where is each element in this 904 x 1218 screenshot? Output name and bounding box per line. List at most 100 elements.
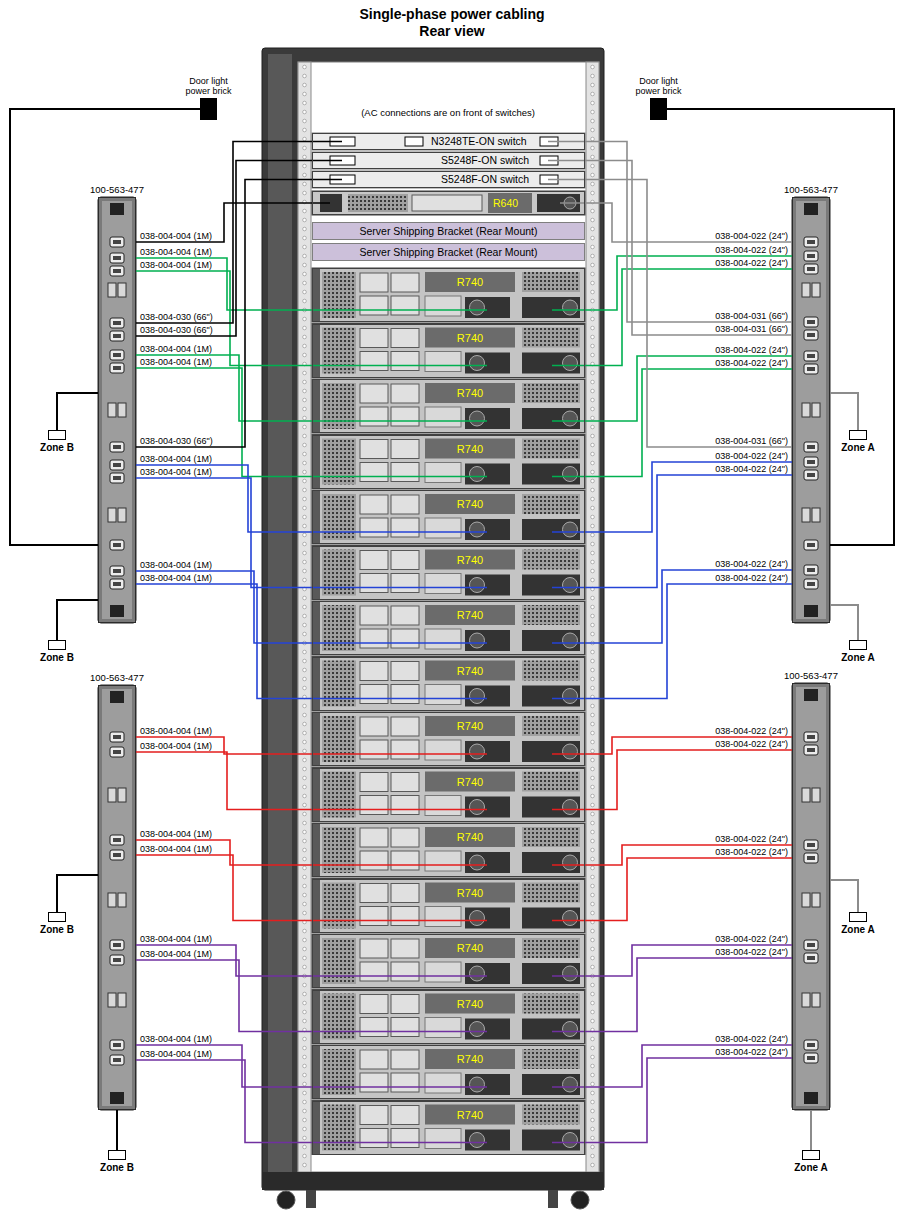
cable-part-number: 038-004-022 (24"): [714, 847, 789, 857]
rail-hole: [591, 119, 595, 123]
pdu-breaker: [812, 508, 820, 522]
switch-face: [312, 152, 585, 169]
outlet-socket: [113, 838, 121, 842]
pdu-breaker: [812, 788, 820, 802]
rail-hole: [591, 749, 595, 753]
pdu-inlet: [110, 1092, 124, 1104]
pdu-outlet: [110, 940, 124, 950]
server-body: [312, 546, 585, 600]
rail-hole: [591, 533, 595, 537]
rail-hole: [591, 65, 595, 69]
pdu-inlet: [804, 605, 818, 617]
rail-hole: [591, 137, 595, 141]
rack-wheel: [571, 1191, 589, 1209]
zone-label: Zone A: [828, 442, 888, 454]
server-face: [312, 435, 585, 489]
drive-bay: [391, 717, 419, 736]
drive-bay: [360, 962, 388, 981]
pdu-breaker: [118, 993, 126, 1007]
rail-hole: [303, 830, 307, 834]
cable-part-number: 038-004-022 (24"): [714, 947, 789, 957]
psu-fan: [563, 1077, 578, 1092]
psu-fan: [470, 356, 485, 371]
rack-wheel: [277, 1191, 295, 1209]
outlet-socket: [807, 956, 815, 960]
rail-hole: [303, 704, 307, 708]
rail-hole: [303, 686, 307, 690]
outlet-socket: [113, 269, 121, 273]
cable-part-number: 038-004-004 (1M): [139, 1049, 213, 1059]
rail-hole: [303, 1001, 307, 1005]
part-number: 100-563-477: [72, 672, 162, 683]
psu-fan: [470, 744, 485, 759]
fan-grill: [522, 938, 580, 958]
server-face: [312, 934, 585, 988]
outlet-socket: [807, 267, 815, 271]
rail-hole: [591, 182, 595, 186]
psu-fan: [470, 911, 485, 926]
power-cable: [552, 570, 792, 643]
rail-hole: [303, 209, 307, 213]
rail-hole: [591, 506, 595, 510]
rail-hole: [591, 938, 595, 942]
label-plate: [425, 1049, 515, 1069]
fan-grill: [522, 272, 580, 292]
rail-hole: [303, 551, 307, 555]
cable-part-number: 038-004-031 (66"): [714, 311, 789, 321]
network-switch: S5248F-ON switch: [312, 171, 585, 188]
server-face: [312, 546, 585, 600]
io-ports: [425, 685, 461, 705]
drive-bay: [391, 574, 419, 593]
rail-hole: [591, 164, 595, 168]
pdu-breaker: [812, 403, 820, 417]
rail-hole: [591, 389, 595, 393]
rail-hole: [591, 1037, 595, 1041]
cable-part-number: 038-004-004 (1M): [139, 247, 213, 257]
power-cable: [552, 584, 792, 699]
rail-hole: [591, 317, 595, 321]
rack-rail: [298, 62, 311, 1172]
fan-grill: [522, 550, 580, 570]
switch-body: [312, 171, 585, 188]
io-ports: [425, 407, 461, 427]
rail-hole: [591, 290, 595, 294]
psu-fan: [563, 689, 578, 704]
outlet-socket: [113, 240, 121, 244]
rail-hole: [591, 74, 595, 78]
rail-hole: [591, 866, 595, 870]
rail-hole: [303, 506, 307, 510]
pdu-outlet: [110, 566, 124, 576]
psu-fan: [470, 522, 485, 537]
pdu-breaker: [802, 993, 810, 1007]
rail-hole: [303, 839, 307, 843]
outlet-socket: [807, 473, 815, 477]
cable-part-number: 038-004-004 (1M): [139, 454, 213, 464]
rail-hole: [303, 614, 307, 618]
pdu-outlet: [804, 940, 818, 950]
pdu-breaker: [802, 508, 810, 522]
drive-bay: [360, 740, 388, 759]
label-plate: [425, 661, 515, 681]
rail-hole: [591, 353, 595, 357]
drive-bay: [391, 352, 419, 371]
pdu-outlet: [110, 460, 124, 470]
rail-hole: [303, 857, 307, 861]
r640-face: [312, 191, 585, 215]
cable-part-number: 038-004-030 (66"): [139, 325, 214, 335]
cable-part-number: 038-004-004 (1M): [139, 829, 213, 839]
pdu-breaker: [118, 788, 126, 802]
rail-hole: [591, 848, 595, 852]
rail-hole: [591, 470, 595, 474]
rail-hole: [303, 1073, 307, 1077]
psu: [465, 908, 510, 929]
rail-hole: [303, 299, 307, 303]
power-cable: [830, 605, 858, 640]
rail-hole: [303, 722, 307, 726]
outlet-socket: [807, 582, 815, 586]
switch-face: [312, 171, 585, 188]
server-label: R740: [425, 383, 515, 403]
rail-hole: [591, 722, 595, 726]
server-vent: [348, 194, 408, 212]
rail-hole: [303, 497, 307, 501]
cable-part-number: 038-004-022 (24"): [714, 573, 789, 583]
